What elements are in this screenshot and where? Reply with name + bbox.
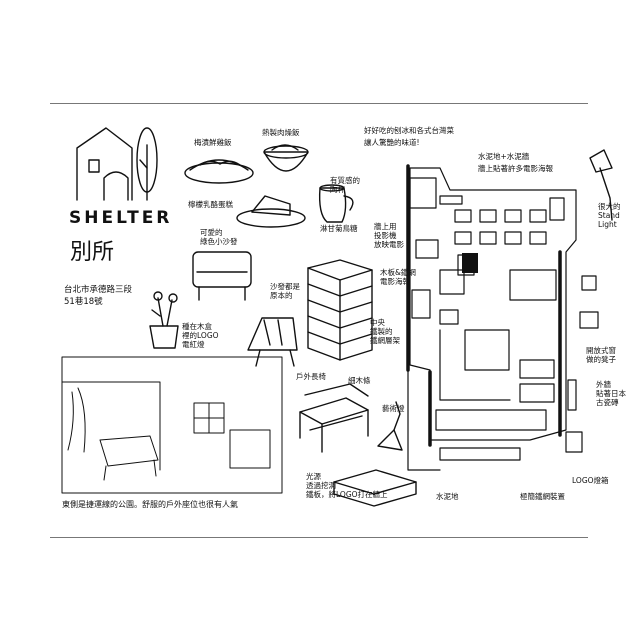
- shelf-tower-icon: [307, 259, 373, 361]
- label-cement-floor: 水泥地: [436, 492, 459, 501]
- cake-icon: [236, 195, 306, 228]
- stove-icon: [462, 253, 478, 273]
- label-flower: 種在木盒 裡的LOGO 電紅燈: [182, 322, 219, 349]
- armchair-icon: [192, 251, 252, 301]
- brand-name: SHELTER: [69, 208, 173, 228]
- patio-scene: [61, 356, 283, 494]
- label-sign: 光源 透過挖洞 鐵板，將LOGO打在牆上: [306, 472, 388, 499]
- label-jug: 有質感的 陶杯: [330, 176, 360, 194]
- shelter-logo-icon: [76, 127, 158, 201]
- dish-plate-icon: [184, 159, 254, 184]
- lounge-chair-icon: [247, 317, 298, 367]
- label-top-note-1: 好好吃的刨冰和各式台灣菜: [364, 126, 454, 135]
- potted-flower-icon: [149, 291, 179, 349]
- label-wood: 淋甘菊鳥糖: [320, 224, 358, 233]
- label-dish-top: 梅漬鮮雞飯: [194, 138, 232, 147]
- label-outdoor-seat: 戶外長椅: [296, 372, 326, 381]
- bottom-caption: 東側是捷運線的公園。舒服的戶外座位也很有人氣: [62, 500, 238, 509]
- label-iron: 中央 鐵製的 鐵網層架: [370, 318, 400, 345]
- label-lamp: 藝術燈: [382, 404, 405, 413]
- floor-plan: [406, 164, 599, 471]
- label-window: 開放式窗 做的凳子: [586, 346, 616, 364]
- label-dish-plate: 檸檬乳酪蛋糕: [188, 200, 233, 209]
- label-stand-light: 很大的 Stand Light: [598, 202, 621, 229]
- label-film: 牆上用 投影機 放映電影: [374, 222, 404, 249]
- art-lamp-icon: [377, 401, 403, 451]
- label-chair: 可愛的 綠色小沙發: [200, 228, 238, 246]
- label-dish-bowl: 熱製肉燥飯: [262, 128, 300, 137]
- label-fine-detail: 細木條: [348, 376, 371, 385]
- label-logo-sign: LOGO燈箱: [572, 476, 609, 485]
- address-line2: 51巷18號: [64, 297, 103, 307]
- label-shelf: 木板&鐵網 電影海報: [380, 268, 416, 286]
- label-mesh-fence: 極簡鐵網裝置: [520, 492, 565, 501]
- bench-icon: [299, 383, 369, 453]
- label-top-note-2: 讓人驚艷的味道!: [364, 138, 420, 147]
- label-sofa: 沙發都是 原本的: [270, 282, 300, 300]
- bowl-icon: [263, 144, 309, 172]
- label-wall: 外牆 貼著日本 古瓷磚: [596, 380, 626, 407]
- label-top-right-2: 牆上貼著許多電影海報: [478, 164, 553, 173]
- bottom-rule: [50, 537, 588, 538]
- top-rule: [50, 103, 588, 104]
- sign-box-icon: [333, 469, 417, 507]
- jug-icon: [318, 184, 354, 223]
- stand-light-icon: [589, 149, 613, 221]
- label-top-right-1: 水泥地+水泥牆: [478, 152, 530, 161]
- brand-chinese-name: 別所: [70, 240, 115, 265]
- address-line1: 台北市承德路三段: [64, 285, 133, 295]
